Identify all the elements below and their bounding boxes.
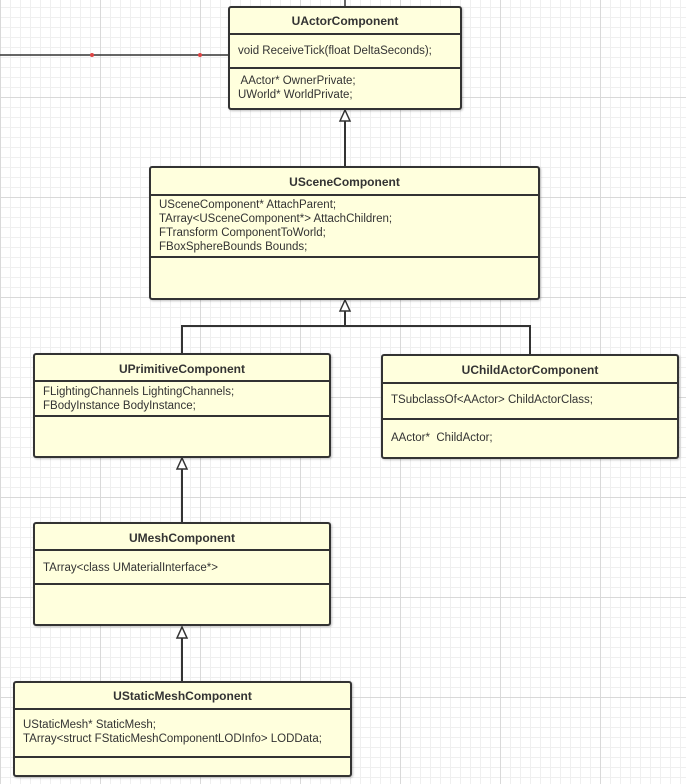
attribute: FBoxSphereBounds Bounds; (159, 241, 308, 253)
attributes-compartment: UStaticMesh* StaticMesh; TArray<struct F… (15, 710, 350, 758)
class-umeshcomponent[interactable]: UMeshComponent TArray<class UMaterialInt… (33, 522, 331, 626)
attribute: UWorld* WorldPrivate; (238, 89, 353, 101)
operations-compartment (35, 585, 329, 624)
attribute: USceneComponent* AttachParent; (159, 199, 337, 211)
operations-compartment: AActor* ChildActor; (383, 420, 677, 457)
class-name: UMeshComponent (35, 524, 329, 551)
attribute: FTransform ComponentToWorld; (159, 227, 326, 239)
attribute: FLightingChannels LightingChannels; (43, 386, 235, 398)
class-uprimitivecomponent[interactable]: UPrimitiveComponent FLightingChannels Li… (33, 353, 331, 458)
class-name: UStaticMeshComponent (15, 683, 350, 710)
generalization-uscene-to-uactor[interactable] (338, 108, 352, 167)
generalization-ustaticmesh-to-umesh[interactable] (175, 625, 189, 682)
association-waypoint-marker[interactable] (90, 53, 94, 57)
association-waypoint-marker[interactable] (198, 53, 202, 57)
class-uchildactorcomponent[interactable]: UChildActorComponent TSubclassOf<AActor>… (381, 354, 679, 459)
attribute: AActor* ChildActor; (391, 432, 493, 444)
class-name: UActorComponent (230, 8, 460, 35)
class-name: UPrimitiveComponent (35, 355, 329, 382)
attribute: TArray<struct FStaticMeshComponentLODInf… (23, 733, 322, 745)
attribute: TSubclassOf<AActor> ChildActorClass; (391, 394, 593, 406)
operations-compartment (151, 258, 538, 298)
attributes-compartment: TSubclassOf<AActor> ChildActorClass; (383, 384, 677, 420)
operations-compartment (15, 758, 350, 775)
attribute: FBodyInstance BodyInstance; (43, 400, 196, 412)
class-uscenecomponent[interactable]: USceneComponent USceneComponent* AttachP… (149, 166, 540, 300)
class-name: UChildActorComponent (383, 356, 677, 384)
class-name: USceneComponent (151, 168, 538, 196)
generalization-umesh-to-uprimitive[interactable] (175, 456, 189, 523)
attribute: TArray<class UMaterialInterface*> (43, 562, 218, 574)
attribute: TArray<USceneComponent*> AttachChildren; (159, 213, 393, 225)
attributes-compartment: TArray<class UMaterialInterface*> (35, 551, 329, 585)
attributes-compartment: USceneComponent* AttachParent; TArray<US… (151, 196, 538, 258)
class-ustaticmeshcomponent[interactable]: UStaticMeshComponent UStaticMesh* Static… (13, 681, 352, 777)
operations-compartment (35, 417, 329, 456)
class-uactorcomponent[interactable]: UActorComponent void ReceiveTick(float D… (228, 6, 462, 110)
attributes-compartment: FLightingChannels LightingChannels; FBod… (35, 382, 329, 417)
operations-compartment: void ReceiveTick(float DeltaSeconds); (230, 35, 460, 69)
generalization-to-uscene[interactable] (181, 298, 531, 355)
operation: void ReceiveTick(float DeltaSeconds); (238, 45, 432, 57)
attribute: AActor* OwnerPrivate; (238, 75, 356, 87)
attributes-compartment: AActor* OwnerPrivate; UWorld* WorldPriva… (230, 69, 460, 108)
attribute: UStaticMesh* StaticMesh; (23, 719, 156, 731)
